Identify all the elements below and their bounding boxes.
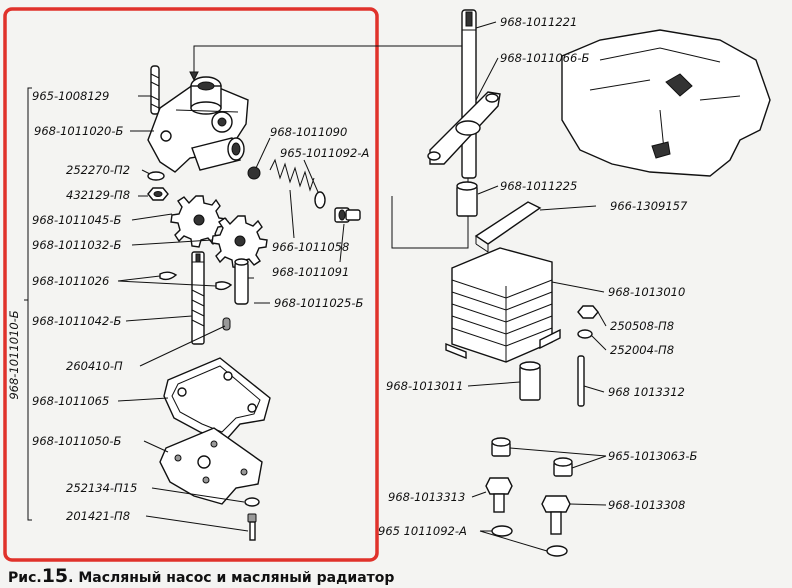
label-968-1011026: 968-1011026 (32, 274, 109, 288)
part-pump-housing (147, 76, 249, 173)
label-968-1011032: 968-1011032-Б (32, 238, 121, 252)
part-stud-968-1013312 (577, 355, 585, 407)
part-bar-966-1309157 (474, 201, 542, 253)
label-965-1008129: 965-1008129 (32, 89, 109, 103)
label-432129: 432129-П8 (66, 188, 130, 202)
part-gasket-968-1011065 (163, 357, 271, 441)
label-968-1013312: 968 1013312 (608, 385, 685, 399)
part-radiator-968-1013010 (445, 247, 561, 363)
label-968-1013011: 968-1013011 (386, 379, 463, 393)
part-stud-965-1008129 (150, 65, 160, 115)
label-968-1011065: 968-1011065 (32, 394, 109, 408)
label-968-1011020: 968-1011020-Б (34, 124, 123, 138)
label-252134: 252134-П15 (66, 481, 137, 495)
label-968-1011042: 968-1011042-Б (32, 314, 121, 328)
part-fitting-968-1013313 (485, 477, 513, 513)
label-968-1013308: 968-1013308 (608, 498, 685, 512)
part-spacer-968-1013011 (519, 361, 541, 401)
label-968-1011045: 968-1011045-Б (32, 213, 121, 227)
part-bushing-965-1013063-a (491, 437, 511, 457)
part-shaft-968-1011221 (461, 9, 477, 179)
part-washer-965-1011092 (314, 191, 326, 209)
label-968-1013010: 968-1013010 (608, 285, 685, 299)
part-lockwasher-252134 (244, 497, 260, 507)
part-washer-965-1011092-a2 (546, 545, 568, 557)
label-966-1309157: 966-1309157 (610, 199, 688, 213)
highlight-frame (3, 7, 379, 562)
part-valve-ball (247, 166, 261, 180)
part-cover-968-1011050 (159, 427, 263, 505)
label-968-1011091: 968-1011091 (272, 265, 349, 279)
part-fitting-968-1013308 (541, 495, 571, 535)
label-252270: 252270-П2 (66, 163, 130, 177)
label-965-1011092-b: 965 1011092-А (378, 524, 467, 538)
part-washer-252004 (577, 329, 593, 339)
caption-number: 15 (42, 565, 68, 587)
part-bolt-201421 (247, 513, 257, 541)
caption-text: . Масляный насос и масляный радиатор (68, 570, 394, 586)
part-bushing-968-1011225 (456, 181, 478, 217)
label-965-1011092: 965-1011092-А (280, 146, 369, 160)
part-flange-968-1011066 (427, 91, 501, 165)
label-968-1013313: 968-1013313 (388, 490, 465, 504)
group-label: 968-1011010-Б (7, 310, 21, 399)
part-key-968-1011026 (159, 271, 233, 291)
part-washer-252270 (147, 171, 165, 181)
part-washer-965-1011092-a1 (491, 525, 513, 537)
part-nut-432129 (147, 187, 169, 201)
part-plug-968-1011091 (334, 207, 361, 223)
label-252004: 252004-П8 (610, 343, 674, 357)
caption-prefix: Рис. (8, 570, 42, 586)
label-968-1011066: 968-1011066-Б (500, 51, 589, 65)
part-shaft-968-1011042 (191, 251, 205, 345)
part-pin-260410 (222, 317, 231, 331)
part-nut-250508 (577, 305, 599, 319)
label-968-1011225: 968-1011225 (500, 179, 577, 193)
part-bushing-965-1013063-b (553, 457, 573, 477)
label-250508: 250508-П8 (610, 319, 674, 333)
part-gear-968-1011045 (170, 195, 227, 248)
label-968-1011221: 968-1011221 (500, 15, 577, 29)
label-965-1013063: 965-1013063-Б (608, 449, 697, 463)
label-201421: 201421-П8 (66, 509, 130, 523)
label-968-1011050: 968-1011050-Б (32, 434, 121, 448)
label-968-1011025: 968-1011025-Б (274, 296, 363, 310)
label-968-1011090: 968-1011090 (270, 125, 347, 139)
part-shaft-968-1011025 (234, 258, 249, 305)
group-bracket (24, 87, 32, 521)
label-260410: 260410-П (66, 359, 123, 373)
label-966-1011058: 966-1011058 (272, 240, 349, 254)
engine-outline (561, 29, 771, 177)
figure-caption: Рис.15. Масляный насос и масляный радиат… (8, 565, 394, 587)
part-valve-spring (269, 158, 315, 192)
left-leaders (117, 95, 345, 532)
right-leaders (467, 21, 607, 552)
